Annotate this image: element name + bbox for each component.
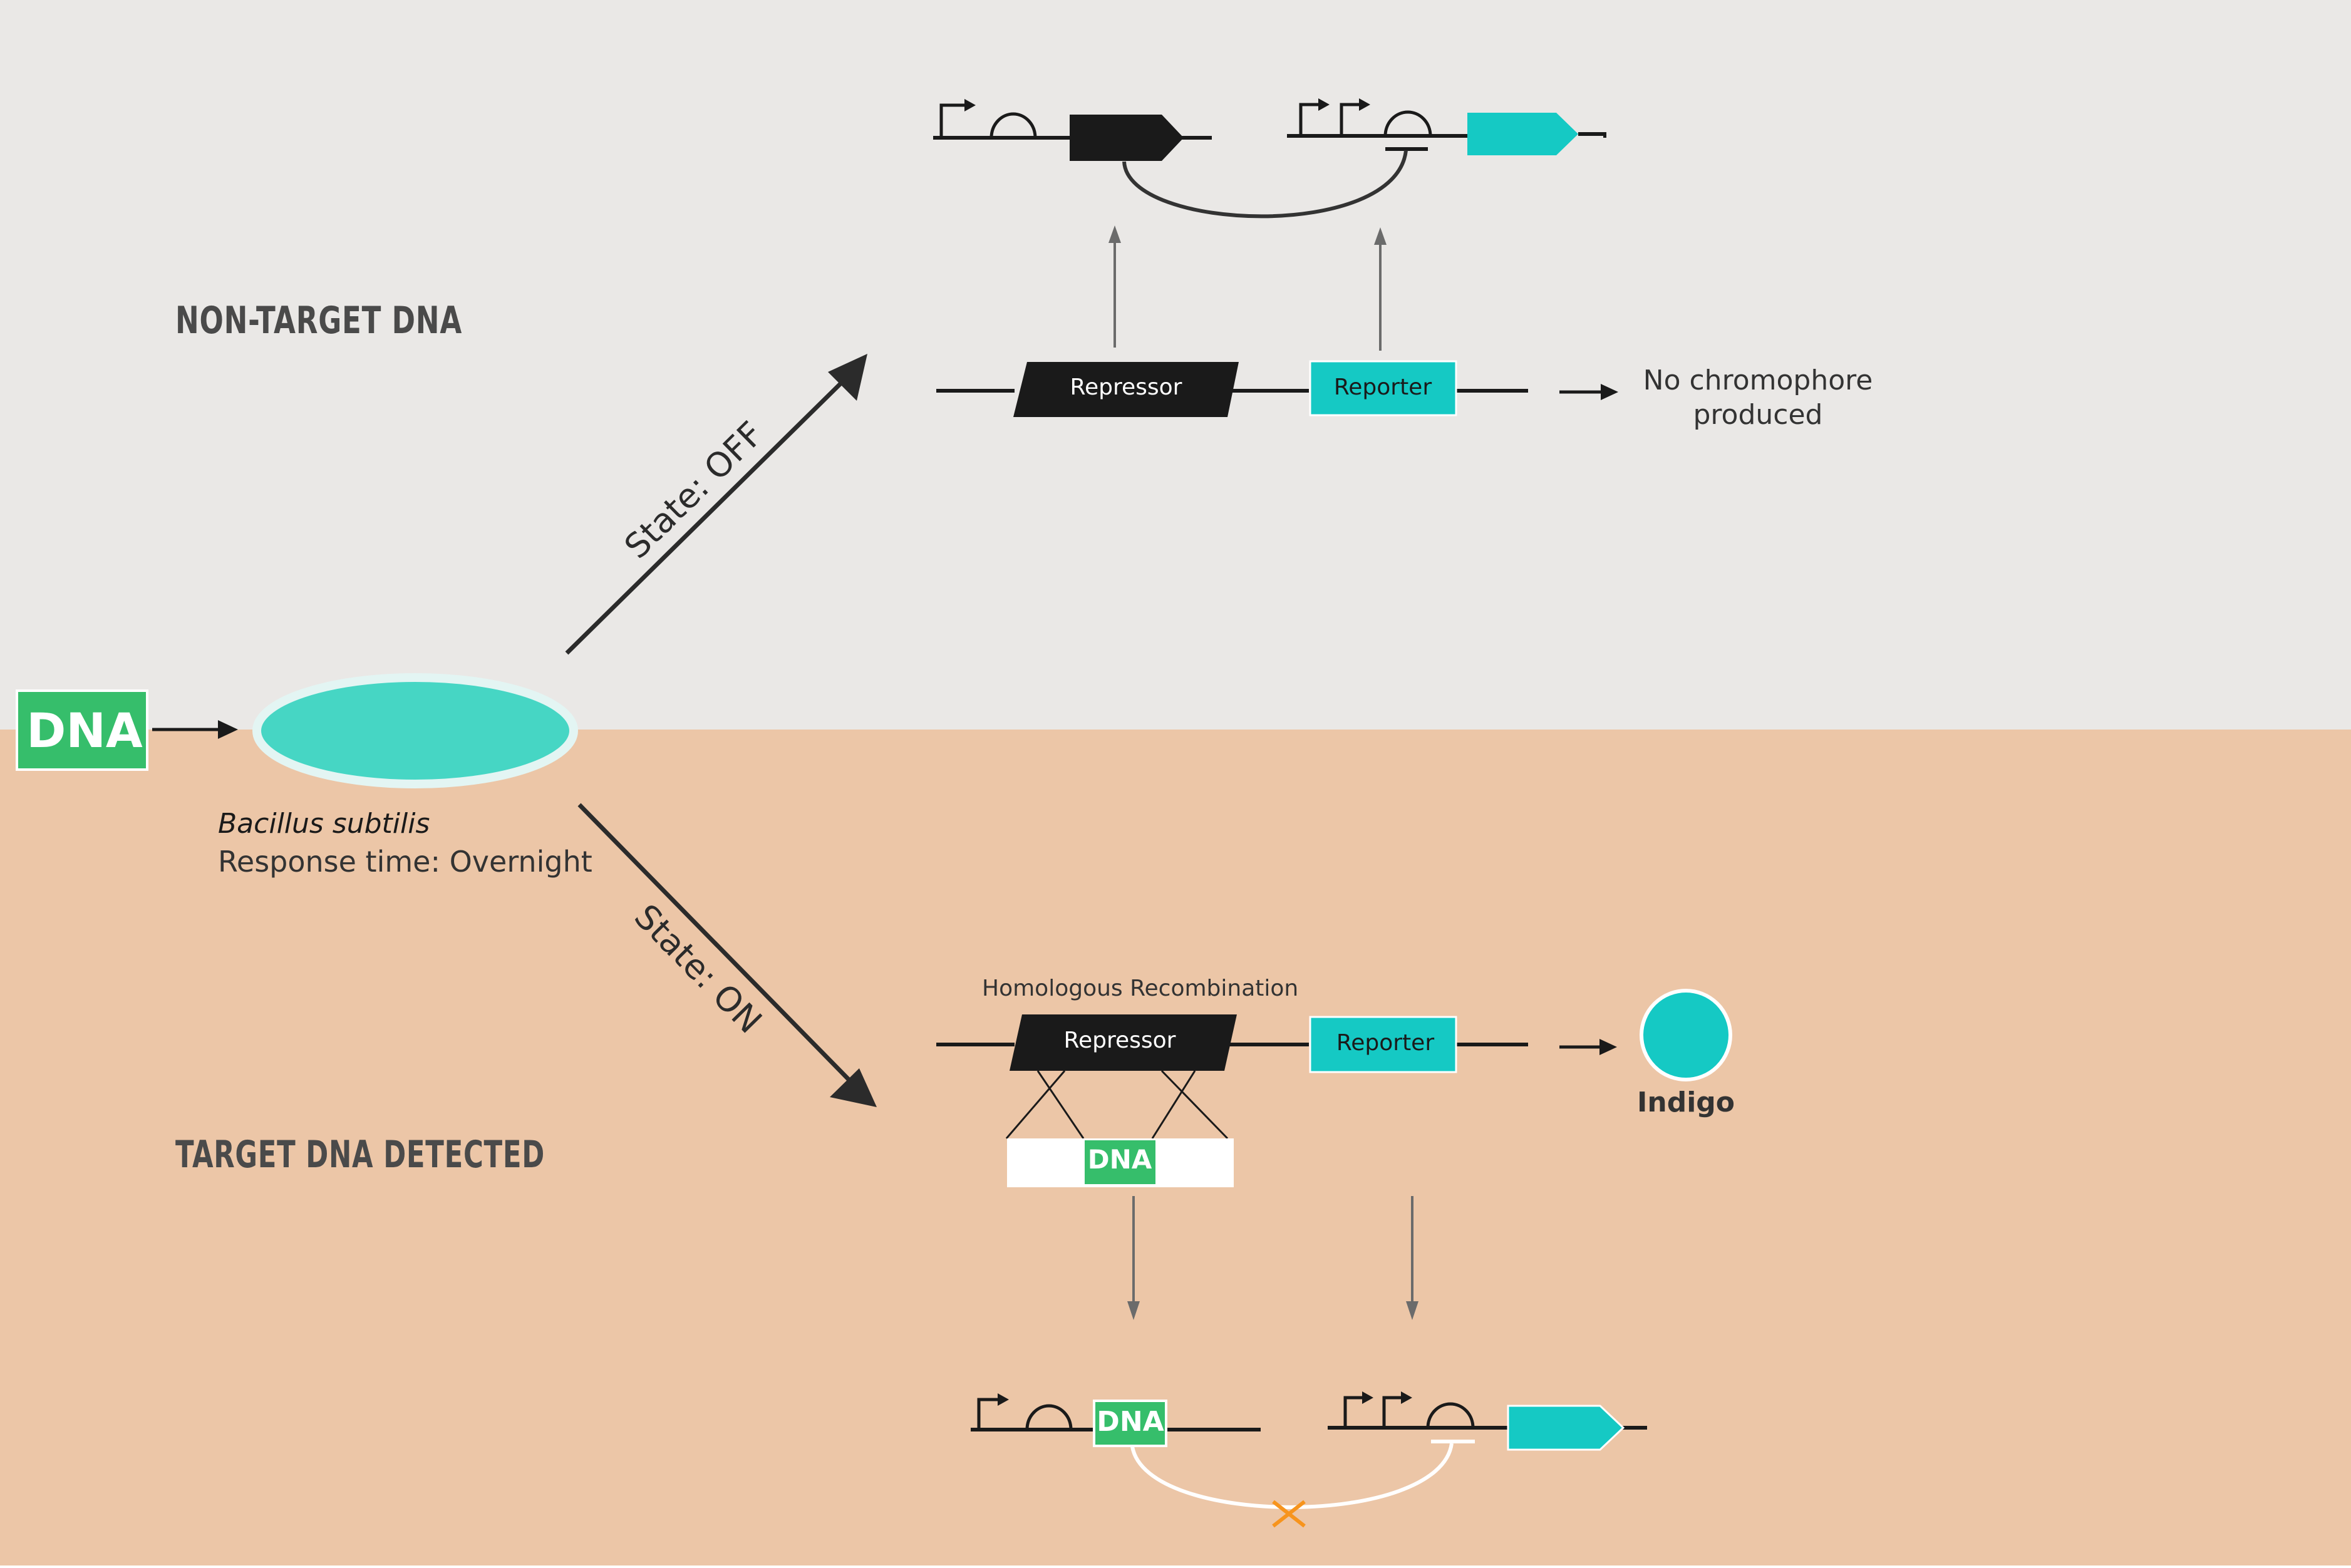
promoter-icon xyxy=(939,103,968,138)
rbs-icon xyxy=(1426,1402,1475,1428)
rbs-icon xyxy=(989,112,1037,138)
indigo-product-icon xyxy=(1640,989,1732,1081)
promoter-icon xyxy=(1382,1396,1404,1428)
organism-name: Bacillus subtilis xyxy=(218,808,430,840)
inserted-dna-box xyxy=(1085,1140,1155,1184)
repressor-gene-block xyxy=(1010,1014,1237,1071)
promoter-icon xyxy=(1340,103,1362,136)
repressor-gene-block xyxy=(1013,362,1239,417)
state-off-arrow xyxy=(565,354,867,655)
expression-arrow-reporter xyxy=(1374,227,1387,351)
state-on-arrow xyxy=(577,803,877,1107)
off-repressor-label: Repressor xyxy=(1070,374,1182,400)
bottom-section-heading: TARGET DNA DETECTED xyxy=(175,1133,545,1177)
bacillus-cell xyxy=(252,673,578,788)
off-gene-track: Repressor Reporter xyxy=(936,360,1528,417)
promoter-icon xyxy=(1299,103,1321,136)
on-reporter-construct xyxy=(1328,1391,1647,1451)
on-repressor-construct: DNA xyxy=(971,1393,1261,1447)
final-dna-label: DNA xyxy=(1097,1406,1164,1438)
on-reporter-label: Reporter xyxy=(1336,1030,1434,1056)
on-repressor-label: Repressor xyxy=(1064,1028,1176,1053)
crossover-lines xyxy=(1005,1070,1229,1140)
response-time: Response time: Overnight xyxy=(218,845,592,879)
repressor-cds-icon xyxy=(1070,115,1184,161)
reporter-gene-block xyxy=(1309,1016,1457,1073)
result-arrow-right xyxy=(1406,1196,1418,1320)
reporter-cds-icon xyxy=(1467,113,1578,155)
off-outcome-line-1: No chromophore xyxy=(1643,364,1873,396)
result-arrow-left xyxy=(1127,1196,1140,1320)
promoter-icon xyxy=(977,1398,1001,1430)
promoter-icon xyxy=(1343,1396,1365,1428)
inserted-dna-label: DNA xyxy=(1088,1144,1152,1175)
on-gene-track: Repressor Reporter xyxy=(936,1014,1528,1073)
off-outcome-line-2: produced xyxy=(1693,399,1823,431)
dna-input-label: DNA xyxy=(26,703,143,758)
rbs-icon xyxy=(1383,110,1432,137)
recombination-label: Homologous Recombination xyxy=(982,976,1298,1001)
on-outcome-arrow xyxy=(1559,1039,1617,1055)
off-reporter-label: Reporter xyxy=(1334,374,1432,400)
blocked-cross-icon xyxy=(1272,1500,1306,1528)
dna-input-box: DNA xyxy=(16,689,148,771)
off-outcome-arrow xyxy=(1559,384,1618,400)
expression-arrow-repressor xyxy=(1108,225,1121,348)
final-dna-box xyxy=(1093,1400,1167,1447)
off-reporter-construct xyxy=(1287,98,1606,155)
reporter-cds-icon xyxy=(1507,1405,1625,1451)
disrupted-repression-link xyxy=(1130,1443,1454,1509)
repression-link xyxy=(1122,150,1408,219)
top-section-heading: NON-TARGET DNA xyxy=(175,299,462,343)
indigo-label: Indigo xyxy=(1637,1086,1735,1118)
off-repressor-construct xyxy=(933,99,1212,161)
reporter-gene-block xyxy=(1309,360,1457,416)
input-arrow xyxy=(152,720,238,739)
rbs-icon xyxy=(1025,1404,1073,1430)
